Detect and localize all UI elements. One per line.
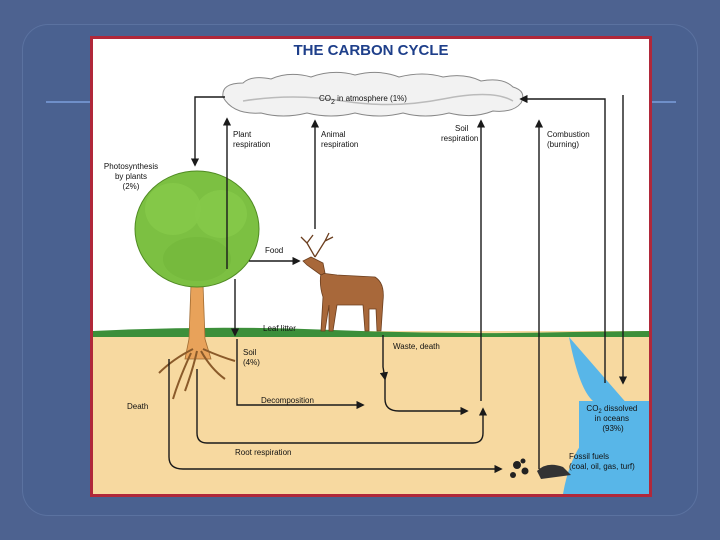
atmosphere-label: CO2 in atmosphere (1%) <box>319 94 407 106</box>
label-waste-death: Waste, death <box>393 342 440 351</box>
label-decomposition: Decomposition <box>261 396 314 405</box>
label-root-respiration: Root respiration <box>235 448 291 457</box>
carbon-cycle-diagram: THE CARBON CYCLE CO2 in atmosphere (1%) <box>93 42 649 494</box>
carbon-cycle-figure: THE CARBON CYCLE CO2 in atmosphere (1%) <box>90 36 652 497</box>
arrow-ocean-release <box>519 94 606 383</box>
diagram-title: THE CARBON CYCLE <box>293 42 448 59</box>
arrow-decomposition <box>236 339 365 410</box>
arrow-death-fossil <box>168 359 503 474</box>
label-combustion: Combustion(burning) <box>547 130 590 149</box>
arrow-root-respiration <box>196 369 488 444</box>
label-death: Death <box>127 402 148 411</box>
label-leaf-litter: Leaf litter <box>263 324 296 333</box>
cycle-arrows <box>168 94 628 474</box>
arrow-photosynthesis <box>190 96 225 167</box>
decorative-line-right <box>652 101 676 103</box>
deer <box>300 232 384 332</box>
fossil-fuels-deposit <box>510 458 571 479</box>
label-soil: Soil(4%) <box>243 348 260 367</box>
ocean-body <box>579 401 649 494</box>
arrow-to-soil-respiration <box>384 379 469 416</box>
label-food: Food <box>265 246 283 255</box>
label-fossil-fuels: Fossil fuels(coal, oil, gas, turf) <box>569 452 635 471</box>
atmosphere-cloud <box>222 71 524 117</box>
arrow-waste-death <box>379 335 389 381</box>
tree <box>134 170 260 400</box>
decorative-line-left <box>46 101 92 103</box>
grass-strip <box>93 327 649 337</box>
label-oceans: CO2 dissolved in oceans (93%) <box>586 404 639 433</box>
